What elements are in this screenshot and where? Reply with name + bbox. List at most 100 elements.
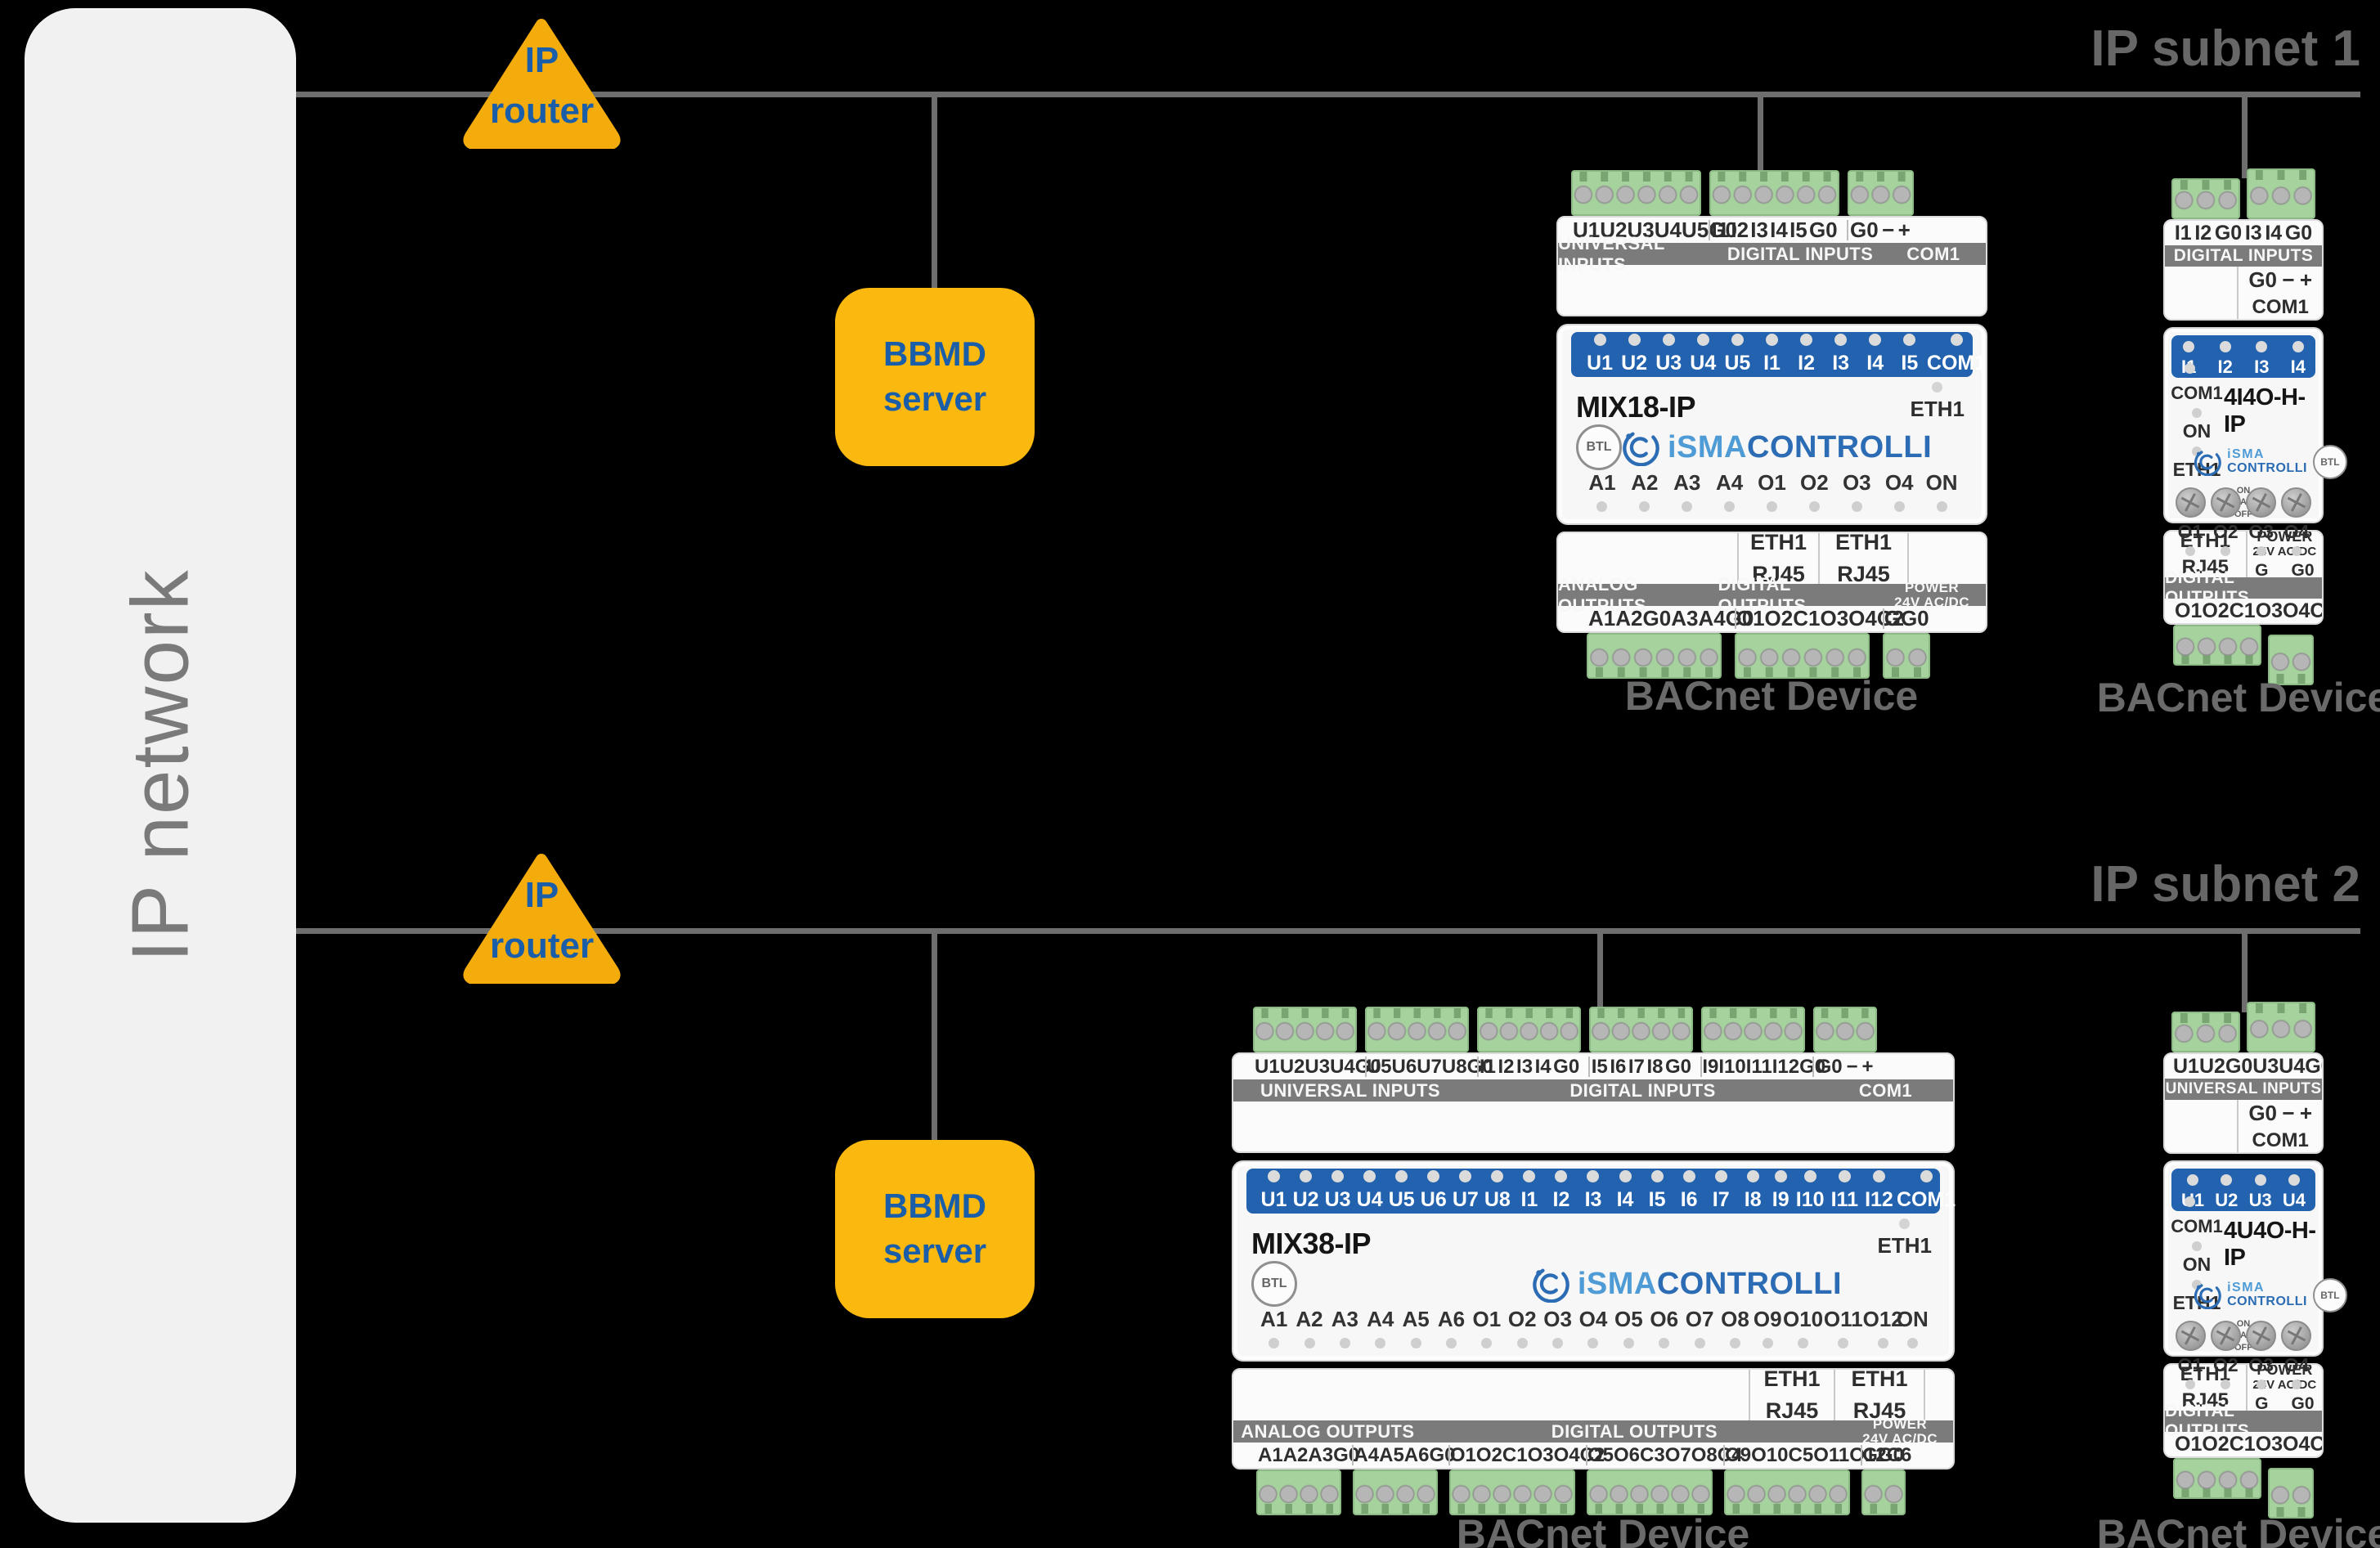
terminal-label: O8 xyxy=(1691,1443,1718,1466)
terminal-block xyxy=(1587,633,1722,679)
led-indicator: U7 xyxy=(1453,1170,1479,1212)
terminal-label: C3 xyxy=(1640,1443,1665,1466)
terminal-label: O4 xyxy=(1848,606,1877,630)
terminal-label: I5 xyxy=(1789,218,1807,242)
terminal-label: A1 xyxy=(1588,606,1616,630)
rotary-switch: O4 xyxy=(2281,487,2312,556)
terminal-label: I3 xyxy=(2244,221,2262,245)
io-band-row: UNIVERSAL INPUTS DIGITAL INPUTS COM1 xyxy=(1233,1079,1953,1102)
terminal-block xyxy=(1735,633,1870,679)
knob-label: O4 xyxy=(2283,521,2310,542)
knob-label: O3 xyxy=(2248,521,2274,542)
terminal-block xyxy=(1861,1469,1906,1515)
led-indicator: I7 xyxy=(1713,1170,1730,1212)
led-indicator: ON xyxy=(1897,1307,1929,1348)
terminal-label: A1 xyxy=(1258,1443,1283,1466)
terminal-label: G xyxy=(1862,1443,1878,1466)
terminal-block xyxy=(1353,1469,1438,1515)
terminal-strip-top xyxy=(1232,1007,1955,1052)
terminal-label: O2 xyxy=(1764,606,1794,630)
com1-cell: G0−+ COM1 xyxy=(2165,1100,2322,1152)
eth1-rj45-port: ETH1 RJ45 xyxy=(1737,533,1818,586)
led-indicator: ON xyxy=(1926,470,1958,512)
terminal-label: C4 xyxy=(1717,1443,1743,1466)
terminal-block xyxy=(1587,1469,1713,1515)
led-group: COM1 xyxy=(1897,1170,1956,1212)
terminal-label: I3 xyxy=(1750,218,1768,242)
logo-wordmark: iSMACONTROLLI xyxy=(1668,429,1933,464)
band-universal-inputs: UNIVERSAL INPUTS xyxy=(1260,1079,1440,1101)
knob-dial xyxy=(2210,1321,2241,1351)
led-indicator: U4 xyxy=(2283,1174,2306,1211)
terminal-label: C1 xyxy=(2229,1432,2256,1456)
io-band-row: DIGITAL OUTPUTS xyxy=(2165,568,2322,607)
terminal-label: U8 xyxy=(1441,1055,1467,1078)
terminal-label: O1 xyxy=(2175,1432,2203,1456)
knob-label: O1 xyxy=(2177,1354,2203,1375)
band-analog-outputs: ANALOG OUTPUTS xyxy=(1241,1420,1415,1442)
housing-blank-area xyxy=(1233,1102,1953,1151)
led-dot xyxy=(2291,1380,2301,1389)
led-indicator: O3 xyxy=(1543,1307,1572,1348)
rotary-switch: O3 xyxy=(2246,487,2277,556)
terminal-label: G0 xyxy=(1642,606,1672,630)
terminal-label: A5 xyxy=(1379,1443,1404,1466)
terminal-label: C2 xyxy=(1876,606,1905,630)
knob-label: O1 xyxy=(2177,521,2203,542)
eth1-rj45-port: ETH1 RJ45 xyxy=(1834,1370,1924,1423)
led-indicator: I2 xyxy=(2218,341,2233,378)
led-indicator: U2 xyxy=(2215,1174,2238,1211)
terminal-label: A3 xyxy=(1308,1443,1334,1466)
terminal-label: U3 xyxy=(2252,1054,2279,1078)
terminal-label: U1 xyxy=(1255,1055,1280,1078)
terminal-label: G0 xyxy=(2214,221,2243,245)
terminal-label: O12 xyxy=(1849,1443,1887,1466)
led-indicator: O1 xyxy=(1758,470,1786,512)
terminal-label: A2 xyxy=(1615,606,1643,630)
com1-terminals: G0−+ xyxy=(2248,1100,2312,1125)
led-indicator: O8 xyxy=(1721,1307,1749,1348)
router-label-line1: IP xyxy=(524,40,559,80)
knob-dial xyxy=(2281,487,2312,518)
brand-row: BTL iSMACONTROLLI xyxy=(1251,1261,1932,1307)
terminal-strip-top xyxy=(2163,168,2324,219)
band-digital-outputs: DIGITAL OUTPUTS xyxy=(2165,1402,2250,1440)
terminal-label: U2 xyxy=(1279,1055,1305,1078)
terminal-block xyxy=(1883,633,1930,679)
terminal-label: U4 xyxy=(2279,1054,2306,1078)
rotary-switch: O3 xyxy=(2246,1321,2277,1389)
eth1-indicator: ETH1 xyxy=(1878,1218,1932,1259)
terminal-label: O1 xyxy=(1736,606,1765,630)
led-indicator: I9 xyxy=(1772,1170,1789,1212)
terminal-label: O3 xyxy=(1820,606,1849,630)
terminal-label: I4 xyxy=(1770,218,1788,242)
rotary-switch: O1 xyxy=(2175,487,2206,556)
ip-router-1: IP router xyxy=(451,11,632,149)
terminal-label: I10 xyxy=(1718,1055,1746,1078)
lower-housing: ETH1 RJ45 ETH1 RJ45 ANALOG OUTPUTS DIGIT… xyxy=(1556,532,1987,633)
terminal-block xyxy=(2268,1468,2314,1519)
terminal-label: U1 xyxy=(2173,1054,2199,1078)
band-digital-inputs: DIGITAL INPUTS xyxy=(1727,243,1874,264)
terminal-label: C2 xyxy=(1579,1443,1605,1466)
